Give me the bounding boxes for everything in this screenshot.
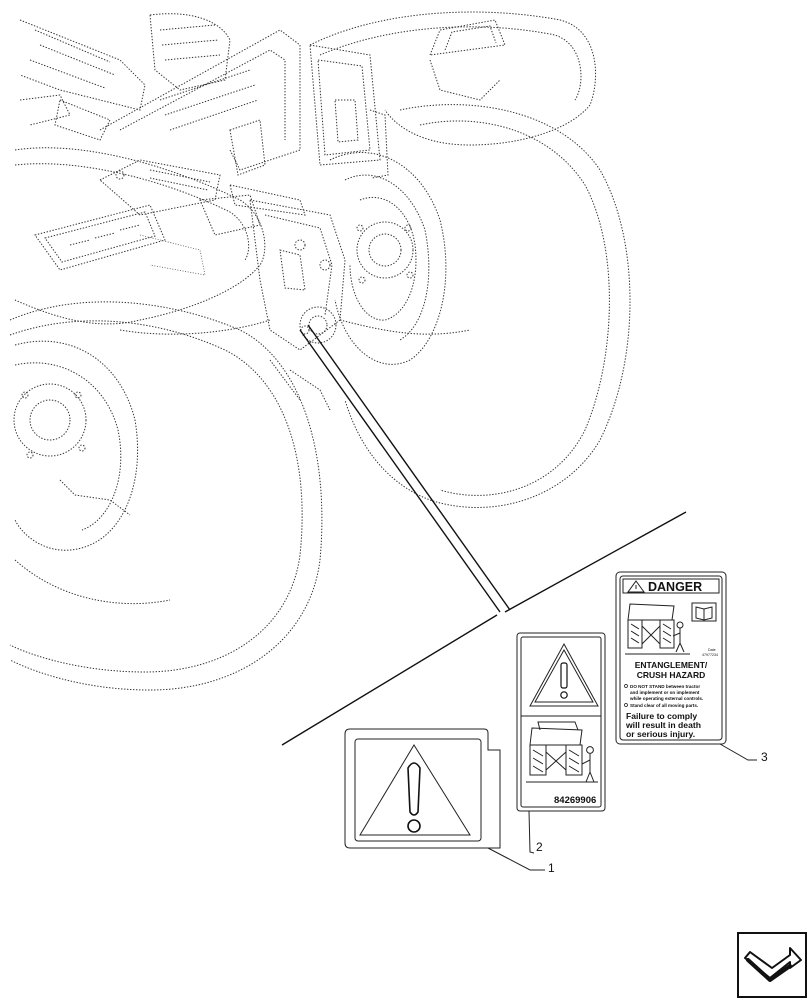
callout-3: 3	[761, 750, 768, 764]
bullet-1-line-1: DO NOT STAND between tractor	[630, 684, 700, 689]
hazard-bullets: DO NOT STAND between tractor and impleme…	[624, 684, 703, 708]
decal-3-danger: DANGER Date 47977234 ENTANGLEMENT/ CRUSH…	[615, 571, 727, 745]
next-page-arrow-icon[interactable]	[737, 932, 807, 998]
warning-triangle-icon	[627, 580, 645, 593]
date-code-value: 47977234	[702, 653, 718, 657]
entanglement-pictorial	[526, 721, 598, 783]
danger-header-text: DANGER	[648, 580, 702, 594]
tractor-rear-illustration	[9, 11, 631, 691]
hazard-title-line-1: ENTANGLEMENT/	[635, 660, 708, 670]
warning-line-1: Failure to comply	[626, 711, 697, 721]
bullet-1-line-3: while operating external controls.	[629, 696, 703, 701]
bullet-1-line-2: and implement or on implement	[630, 690, 700, 695]
warning-line-2: will result in death	[625, 720, 701, 730]
callout-2: 2	[536, 840, 543, 854]
decal-2-part-number: 84269906	[554, 795, 596, 806]
decal-1-warning	[344, 728, 501, 849]
danger-header: DANGER	[622, 578, 720, 594]
decal-2-warning: 84269906	[516, 632, 606, 812]
warning-triangle-icon	[529, 642, 599, 707]
callout-1: 1	[548, 861, 555, 875]
date-code-label: Date	[708, 648, 716, 652]
bullet-2-line-1: Stand clear of all moving parts.	[630, 703, 698, 708]
warning-line-3: or serious injury.	[626, 729, 695, 739]
hazard-warning: Failure to comply will result in death o…	[625, 711, 701, 739]
crush-pictorial	[625, 603, 690, 655]
leader-lines	[281, 324, 687, 746]
operator-manual-icon	[691, 602, 717, 622]
callouts: 1 2 3	[487, 743, 768, 875]
hazard-title-line-2: CRUSH HAZARD	[637, 670, 705, 680]
warning-triangle-icon	[359, 744, 471, 836]
